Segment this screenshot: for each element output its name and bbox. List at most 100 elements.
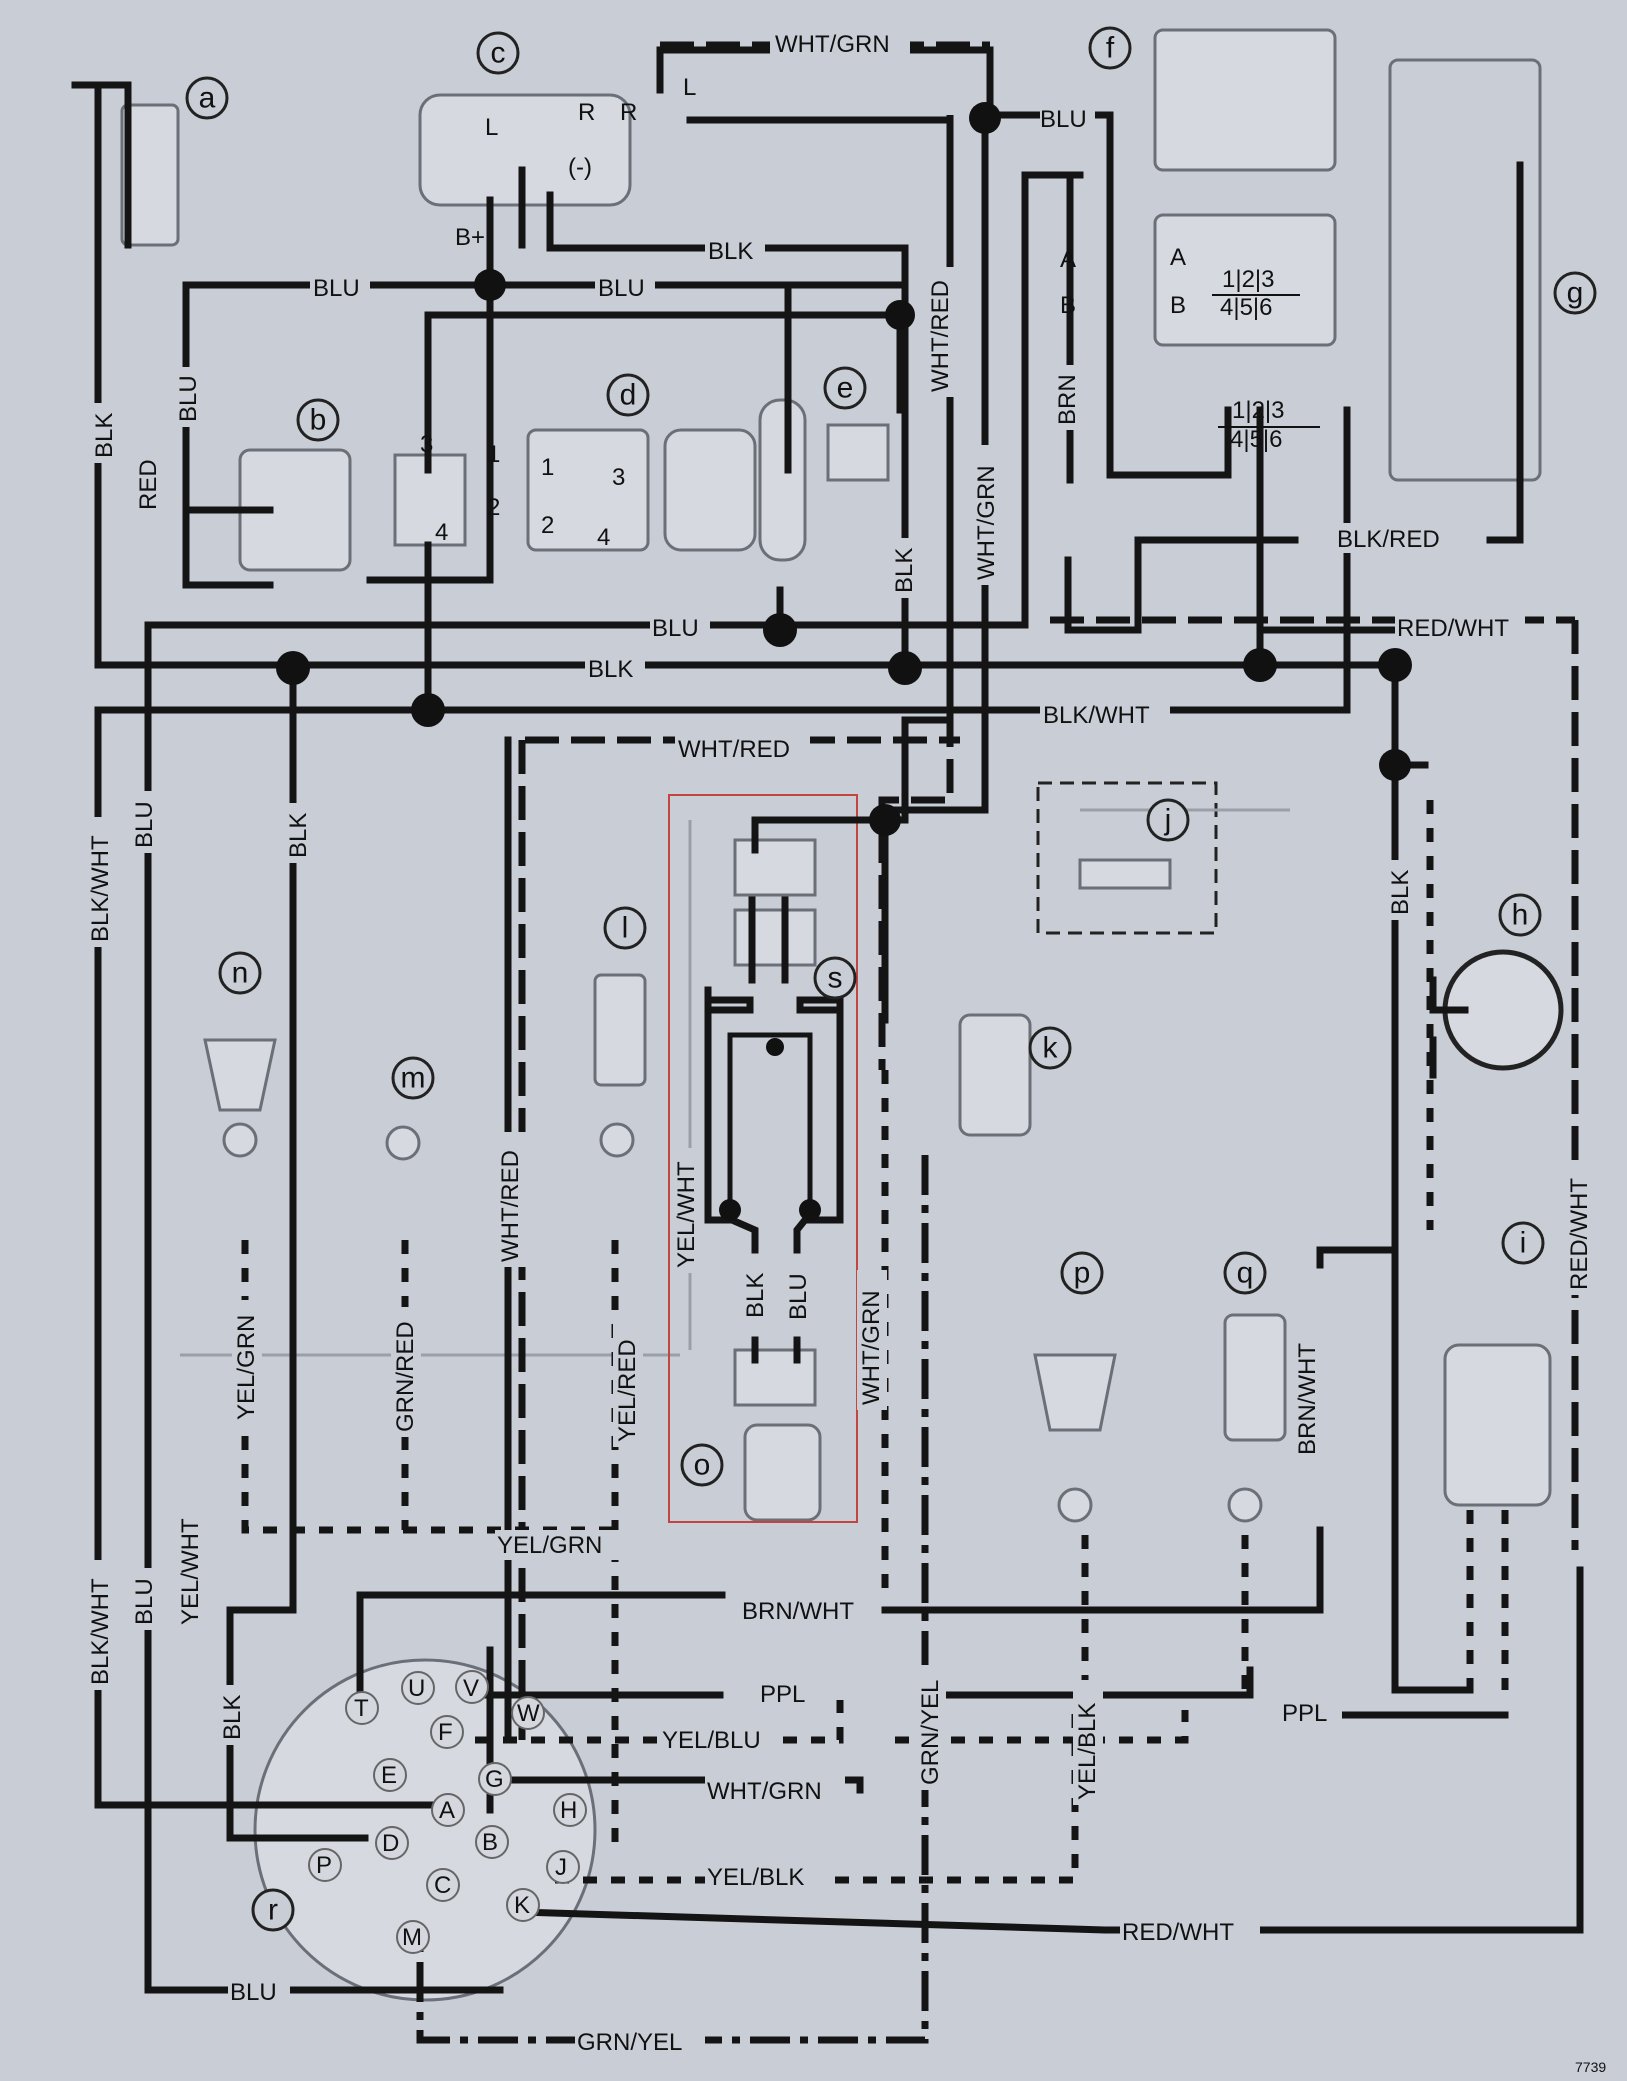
ecu-f-connector [1153, 213, 1337, 347]
badge-n: n [218, 951, 262, 995]
relay-d [526, 428, 650, 552]
label-blk-v2: BLK [891, 548, 918, 593]
label-blu-v3: BLU [131, 1578, 158, 1625]
label-blu-f: BLU [1040, 106, 1087, 133]
relay-d-cover [663, 428, 757, 552]
pin-r-G: G [485, 1766, 504, 1793]
label-yel-red-v: YEL/RED [614, 1339, 641, 1442]
breaker-a [120, 103, 180, 247]
badge-a: a [185, 76, 229, 120]
svg-text:a: a [199, 82, 216, 115]
connector-s-top [733, 838, 817, 897]
pin-f-A: A [1060, 246, 1076, 273]
harness-plug-pins: T U V W F E G A H D B P C J M K [308, 1670, 587, 1954]
pin-r-A: A [439, 1797, 455, 1824]
label-blu-main: BLU [652, 615, 699, 642]
sensor-p [1033, 1353, 1117, 1432]
pin-c-minus: (-) [568, 154, 592, 181]
label-blk-c: BLK [708, 238, 753, 265]
label-wht-grn-v2: WHT/GRN [858, 1290, 885, 1405]
label-red-wht-v: RED/WHT [1566, 1178, 1593, 1290]
label-wht-red-v1: WHT/RED [927, 280, 954, 392]
badge-s: s [813, 956, 857, 1000]
label-yel-blk-v: YEL/BLK [1074, 1703, 1101, 1800]
label-yel-wht-s: YEL/WHT [673, 1161, 700, 1268]
ring-q [1227, 1487, 1263, 1523]
pin-c-R1: R [578, 99, 595, 126]
pin-conn-bot: 4|5|6 [1230, 426, 1283, 453]
label-blk-v3: BLK [285, 813, 312, 858]
pin-f-A2: A [1170, 244, 1186, 271]
label-blu-bottom: BLU [230, 1979, 277, 2006]
svg-text:q: q [1237, 1257, 1254, 1290]
connector-s-bottom [733, 908, 817, 967]
svg-text:p: p [1074, 1257, 1091, 1290]
label-ppl-2: PPL [1282, 1700, 1327, 1727]
ring-m [385, 1125, 421, 1161]
sensor-q [1223, 1313, 1287, 1442]
badge-j: j [1146, 798, 1190, 842]
label-blu-left: BLU [313, 275, 360, 302]
sender-k [958, 1013, 1032, 1137]
component-badges: a b c d e f g h i j k l m n o p q r s [185, 26, 1597, 1932]
svg-text:h: h [1512, 899, 1529, 932]
solid-wires [71, 46, 1584, 1994]
ecu-f [1153, 28, 1337, 172]
pin-relay-2: 2 [487, 494, 500, 521]
svg-text:g: g [1567, 277, 1584, 310]
svg-text:i: i [1520, 1227, 1527, 1260]
pin-r-C: C [434, 1872, 451, 1899]
svg-text:c: c [491, 37, 506, 70]
label-wht-red-h: WHT/RED [678, 736, 790, 763]
label-blk-wht-v2: BLK/WHT [87, 1578, 114, 1685]
label-blu-v2: BLU [131, 801, 158, 848]
label-yel-grn-h: YEL/GRN [497, 1532, 602, 1559]
label-brn-wht-v: BRN/WHT [1294, 1343, 1321, 1455]
pin-d-1: 1 [541, 454, 554, 481]
label-yel-grn-v: YEL/GRN [233, 1315, 260, 1420]
svg-text:l: l [622, 912, 629, 945]
pin-labels: L R R L (-) B+ 3 1 2 4 1 3 2 4 A B A B 1… [420, 74, 1320, 551]
badge-i: i [1501, 1221, 1545, 1265]
pin-c-bplus: B+ [455, 224, 485, 251]
connector-o-top [733, 1348, 817, 1407]
label-yel-blu: YEL/BLU [662, 1727, 761, 1754]
label-blk-v1: BLK [91, 413, 118, 458]
label-blk-red: BLK/RED [1337, 526, 1440, 553]
label-brn-wht-h: BRN/WHT [742, 1598, 854, 1625]
label-red-wht-bottom: RED/WHT [1122, 1919, 1234, 1946]
label-wht-grn-h: WHT/GRN [707, 1778, 822, 1805]
badge-e: e [823, 366, 867, 410]
svg-text:k: k [1043, 1032, 1059, 1065]
label-grn-yel-v: GRN/YEL [917, 1680, 944, 1785]
label-blu-s: BLU [785, 1273, 812, 1320]
pin-r-V: V [463, 1675, 479, 1702]
connector-o [743, 1423, 822, 1522]
pin-r-E: E [381, 1762, 397, 1789]
label-grn-red-v: GRN/RED [392, 1321, 419, 1432]
badge-k: k [1028, 1026, 1072, 1070]
component-e [826, 423, 890, 482]
label-blk-wht-h: BLK/WHT [1043, 702, 1150, 729]
pin-relay-4: 4 [435, 519, 448, 546]
pin-d-2: 2 [541, 512, 554, 539]
junctions [276, 102, 1412, 1221]
wire-labels-horizontal: WHT/GRN BLU BLK BLU BLU BLU BLK WHT/RED … [228, 28, 1606, 2075]
pin-r-F: F [438, 1719, 453, 1746]
coils-g [1388, 58, 1542, 482]
pin-relay-3: 3 [420, 431, 433, 458]
badge-d: d [606, 373, 650, 417]
pin-r-J: J [555, 1854, 567, 1881]
wire-labels-vertical: BLK RED BLU WHT/RED WHT/GRN BLK BRN BLK/… [86, 267, 1595, 1805]
sensor-l [593, 973, 647, 1087]
badge-q: q [1223, 1251, 1267, 1295]
pin-c-L2: L [683, 74, 696, 101]
label-grn-yel-bottom: GRN/YEL [577, 2029, 682, 2056]
pin-r-H: H [560, 1797, 577, 1824]
pin-r-P: P [316, 1852, 332, 1879]
badge-p: p [1060, 1251, 1104, 1295]
sensor-j [1078, 858, 1172, 890]
pin-r-T: T [354, 1695, 369, 1722]
svg-text:j: j [1164, 804, 1172, 837]
